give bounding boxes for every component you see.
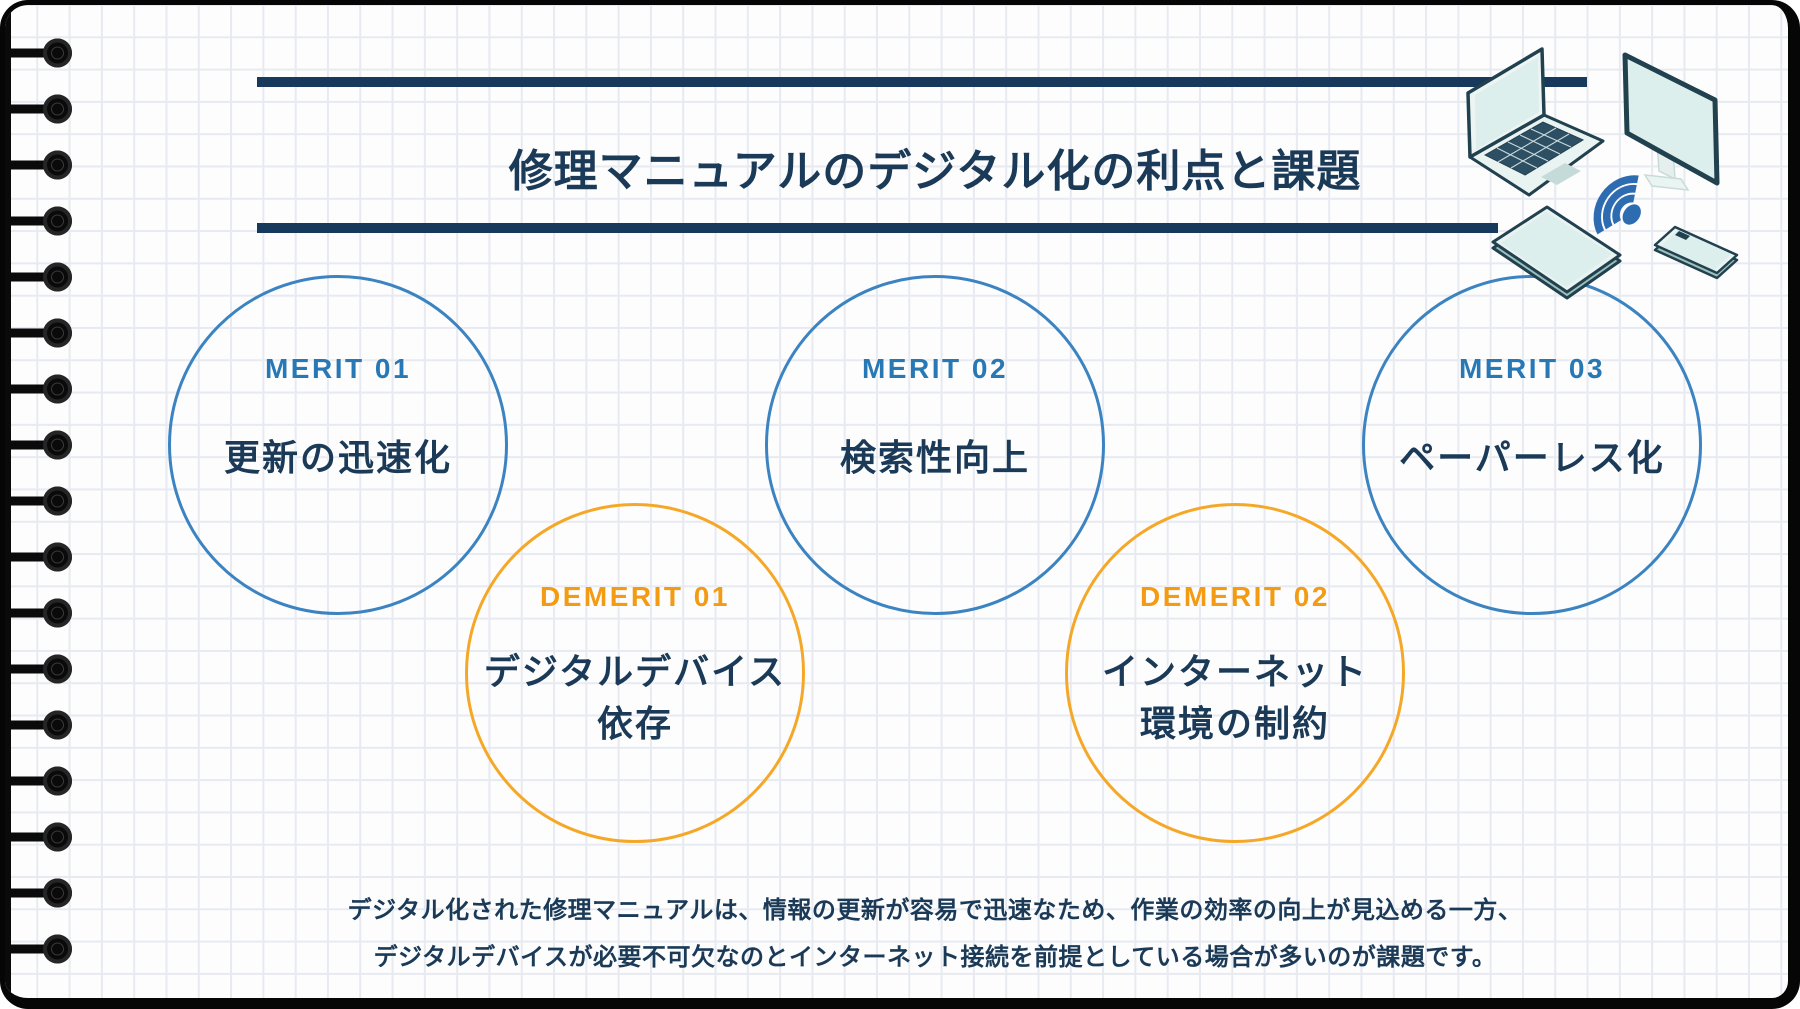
merit-03-label: MERIT 03 <box>1458 353 1606 384</box>
spiral-pin <box>5 766 77 796</box>
pin-head <box>43 430 72 460</box>
pin-head <box>43 206 72 236</box>
pin-head <box>43 38 72 68</box>
spiral-pin <box>5 262 77 292</box>
merit-02-text: 検索性向上 <box>839 437 1030 478</box>
pin-bar <box>5 608 61 618</box>
spiral-pin <box>5 878 77 908</box>
merit-01-text: 更新の迅速化 <box>223 437 452 478</box>
pin-bar <box>5 496 61 506</box>
merit-02-circle: MERIT 02 検索性向上 <box>765 275 1105 615</box>
spiral-pin <box>5 206 77 236</box>
pin-bar <box>5 384 61 394</box>
spiral-pin <box>5 654 77 684</box>
pin-head <box>43 150 72 180</box>
footer-note: デジタル化された修理マニュアルは、情報の更新が容易で迅速なため、作業の効率の向上… <box>347 897 1523 971</box>
pin-bar <box>5 776 61 786</box>
spiral-pin <box>5 94 77 124</box>
pin-head <box>43 486 72 516</box>
pin-head <box>43 318 72 348</box>
pin-bar <box>5 944 61 954</box>
pin-bar <box>5 552 61 562</box>
pin-bar <box>5 664 61 674</box>
spiral-pin <box>5 318 77 348</box>
pin-bar <box>5 888 61 898</box>
page-title: 修理マニュアルのデジタル化の利点と課題 <box>508 147 1362 197</box>
pin-bar <box>5 440 61 450</box>
pin-head <box>43 766 72 796</box>
spiral-pin <box>5 822 77 852</box>
pin-bar <box>5 272 61 282</box>
pin-bar <box>5 48 61 58</box>
spiral-pin <box>5 598 77 628</box>
demerit-01-text: デジタルデバイス 依存 <box>483 651 787 744</box>
tablet-icon <box>1491 205 1622 300</box>
spiral-pin <box>5 486 77 516</box>
merit-02-label: MERIT 02 <box>861 353 1009 384</box>
pin-head <box>43 934 72 964</box>
merit-03-text: ペーパーレス化 <box>1399 437 1665 478</box>
pin-bar <box>5 328 61 338</box>
pin-head <box>43 822 72 852</box>
pin-bar <box>5 832 61 842</box>
demerit-01-label: DEMERIT 01 <box>540 581 730 612</box>
merit-03-circle: MERIT 03 ペーパーレス化 <box>1362 275 1702 615</box>
devices-illustration <box>1466 47 1739 300</box>
title-rule-bottom <box>257 223 1498 233</box>
pin-head <box>43 94 72 124</box>
pin-head <box>43 654 72 684</box>
pin-head <box>43 542 72 572</box>
pin-head <box>43 710 72 740</box>
pin-bar <box>5 160 61 170</box>
demerit-02-label: DEMERIT 02 <box>1140 581 1330 612</box>
spiral-pin <box>5 374 77 404</box>
pin-bar <box>5 720 61 730</box>
wifi-icon <box>1593 175 1641 235</box>
merit-01-circle: MERIT 01 更新の迅速化 <box>168 275 508 615</box>
title-rule-top <box>257 77 1587 87</box>
pin-head <box>43 374 72 404</box>
laptop-icon <box>1466 47 1605 197</box>
spiral-pin <box>5 150 77 180</box>
demerit-02-text: インターネット 環境の制約 <box>1101 651 1368 744</box>
pin-head <box>43 598 72 628</box>
demerit-01-circle: DEMERIT 01 デジタルデバイス 依存 <box>465 503 805 843</box>
smartphone-icon <box>1653 225 1739 280</box>
spiral-pin <box>5 542 77 572</box>
spiral-pin <box>5 934 77 964</box>
spiral-pin <box>5 710 77 740</box>
merit-01-label: MERIT 01 <box>264 353 412 384</box>
pin-bar <box>5 216 61 226</box>
pin-head <box>43 262 72 292</box>
pin-bar <box>5 104 61 114</box>
spiral-pin <box>5 38 77 68</box>
demerit-02-circle: DEMERIT 02 インターネット 環境の制約 <box>1065 503 1405 843</box>
monitor-icon <box>1622 52 1720 191</box>
spiral-pin <box>5 430 77 460</box>
pin-head <box>43 878 72 908</box>
